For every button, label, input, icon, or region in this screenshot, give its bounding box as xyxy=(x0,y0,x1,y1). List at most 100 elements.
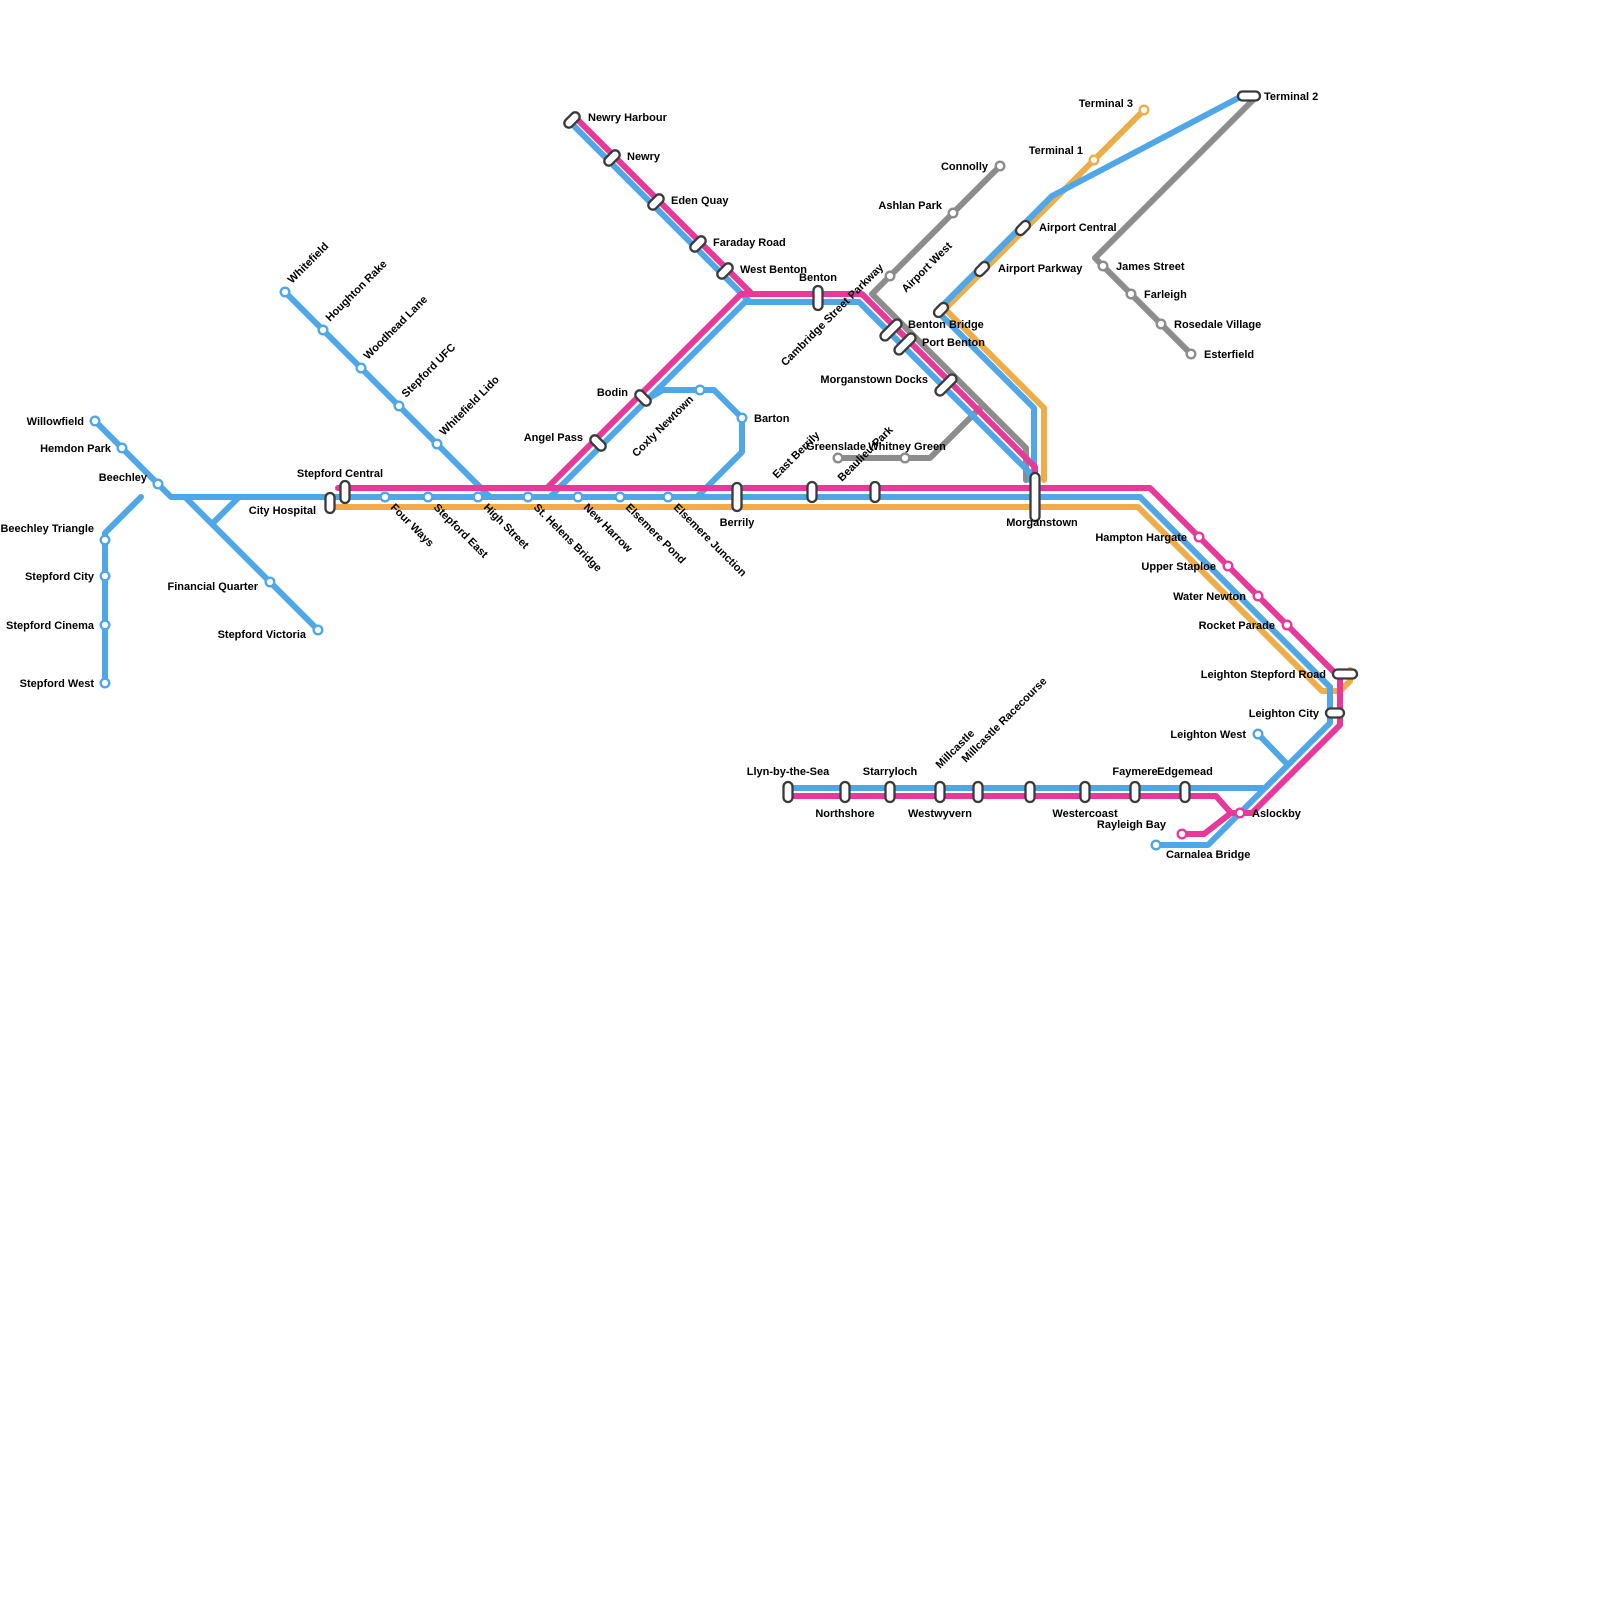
station-whitefield xyxy=(279,286,291,298)
label-benton-bridge: Benton Bridge xyxy=(908,319,984,331)
station-houghton-rake xyxy=(317,324,329,336)
station-st-helens-bridge xyxy=(522,491,534,503)
station-bodin xyxy=(634,389,652,407)
station-connolly xyxy=(994,160,1006,172)
station-westercoast xyxy=(1079,780,1091,804)
station-woodhead-lane xyxy=(355,362,367,374)
station-faraday-road xyxy=(689,235,707,253)
label-starryloch: Starryloch xyxy=(863,766,918,778)
station-benton-bridge xyxy=(879,318,903,342)
line-blue-northwest-diagonal xyxy=(547,299,1033,500)
station-faymere xyxy=(1129,780,1141,804)
line-pink-newry-branch xyxy=(572,114,755,297)
label-eden-quay: Eden Quay xyxy=(671,195,729,207)
station-llyn-by-the-sea xyxy=(782,780,794,804)
label-airport-west: Airport West xyxy=(900,240,955,295)
label-esterfield: Esterfield xyxy=(1204,349,1254,361)
label-whitefield-lido: Whitefield Lido xyxy=(438,374,502,438)
station-port-benton xyxy=(893,332,917,356)
label-greenslade: Greenslade xyxy=(806,441,866,453)
label-water-newton: Water Newton xyxy=(1173,591,1246,603)
label-stepford-cinema: Stepford Cinema xyxy=(6,620,95,632)
label-leighton-city: Leighton City xyxy=(1249,708,1320,720)
station-farleigh xyxy=(1125,288,1137,300)
label-elsemere-junction: Elsemere Junction xyxy=(671,502,749,580)
label-stepford-ufc: Stepford UFC xyxy=(400,341,459,400)
label-newry-harbour: Newry Harbour xyxy=(588,112,668,124)
station-aslockby xyxy=(1234,807,1246,819)
label-terminal-2: Terminal 2 xyxy=(1264,91,1318,103)
station-starryloch xyxy=(884,780,896,804)
station-terminal-3 xyxy=(1138,104,1150,116)
label-westwyvern: Westwyvern xyxy=(908,808,972,820)
station-rayleigh-bay xyxy=(1176,828,1188,840)
line-orange-airport xyxy=(942,107,1147,483)
station-elsemere-pond xyxy=(614,491,626,503)
station-stepford-cinema xyxy=(99,619,111,631)
station-angel-pass xyxy=(589,434,607,452)
label-city-hospital: City Hospital xyxy=(249,505,316,517)
label-james-street: James Street xyxy=(1116,261,1185,273)
label-leighton-stepford-road: Leighton Stepford Road xyxy=(1201,669,1326,681)
line-pink-main xyxy=(335,485,1343,816)
label-farleigh: Farleigh xyxy=(1144,289,1187,301)
label-faymere: Faymere xyxy=(1112,766,1157,778)
station-esterfield xyxy=(1185,348,1197,360)
label-carnalea-bridge: Carnalea Bridge xyxy=(1166,849,1250,861)
station-stepford-east xyxy=(422,491,434,503)
station-beechley xyxy=(152,478,164,490)
line-blue-carnalea-spur xyxy=(1153,768,1285,848)
label-northshore: Northshore xyxy=(815,808,874,820)
label-hemdon-park: Hemdon Park xyxy=(40,443,112,455)
station-hemdon-park xyxy=(116,442,128,454)
line-blue-descent-coast xyxy=(785,494,1333,791)
label-stepford-city: Stepford City xyxy=(25,571,95,583)
station-terminal-2 xyxy=(1236,90,1262,102)
station-whitefield-lido xyxy=(431,438,443,450)
station-leighton-city xyxy=(1324,707,1346,719)
station-ashlan-park xyxy=(947,207,959,219)
line-blue-triangle xyxy=(182,494,242,527)
route-lines xyxy=(92,93,1353,848)
station-rocket-parade xyxy=(1281,619,1293,631)
station-stepford-victoria xyxy=(312,624,324,636)
label-willowfield: Willowfield xyxy=(27,416,84,428)
label-beaulieu-park: Beaulieu Park xyxy=(836,424,897,485)
label-west-benton: West Benton xyxy=(740,264,807,276)
label-llyn-by-the-sea: Llyn-by-the-Sea xyxy=(747,766,830,778)
label-upper-staploe: Upper Staploe xyxy=(1141,561,1216,573)
label-morganstown-docks: Morganstown Docks xyxy=(820,374,928,386)
label-stepford-central: Stepford Central xyxy=(297,468,383,480)
label-rayleigh-bay: Rayleigh Bay xyxy=(1097,819,1167,831)
station-whitney-green xyxy=(899,452,911,464)
station-four-ways xyxy=(379,491,391,503)
station-newry-harbour xyxy=(563,111,581,129)
line-orange-main-corridor xyxy=(327,504,1353,694)
station-james-street xyxy=(1097,260,1109,272)
station-millcastle xyxy=(972,780,984,804)
label-bodin: Bodin xyxy=(597,387,628,399)
label-newry: Newry xyxy=(627,151,661,163)
station-new-harrow xyxy=(572,491,584,503)
station-stepford-central xyxy=(339,479,351,505)
station-financial-quarter xyxy=(264,576,276,588)
station-rosedale-village xyxy=(1155,318,1167,330)
label-berrily: Berrily xyxy=(720,517,756,529)
station-newry xyxy=(603,149,621,167)
label-stepford-east: Stepford East xyxy=(431,502,490,561)
station-hampton-hargate xyxy=(1193,531,1205,543)
station-edgemead xyxy=(1179,780,1191,804)
station-eden-quay xyxy=(647,193,665,211)
line-blue-leighton-west-spur xyxy=(1255,731,1291,768)
station-city-hospital xyxy=(324,491,336,515)
station-high-street xyxy=(472,491,484,503)
station-west-benton xyxy=(716,262,734,280)
label-stepford-west: Stepford West xyxy=(20,678,95,690)
label-westercoast: Westercoast xyxy=(1052,808,1118,820)
label-rocket-parade: Rocket Parade xyxy=(1199,620,1275,632)
station-airport-west xyxy=(932,301,950,319)
station-coxly-newtown xyxy=(694,384,706,396)
